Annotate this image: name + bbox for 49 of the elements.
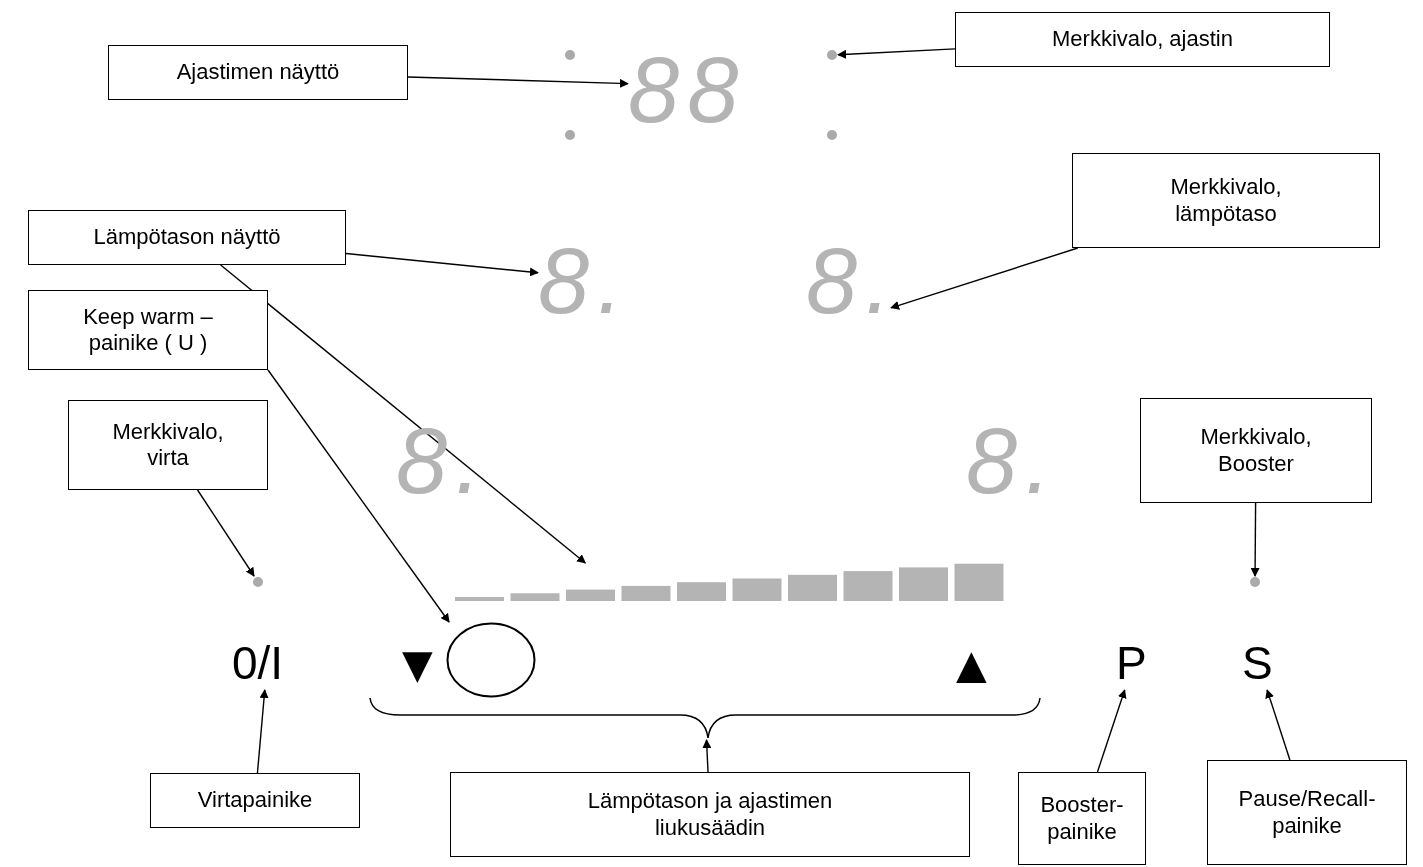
callout-text: Merkkivalo, Booster <box>1199 424 1313 477</box>
key-label: 0/I <box>232 640 302 690</box>
round-button <box>446 622 536 698</box>
arrow <box>890 247 1079 310</box>
callout-text: Virtapainike <box>197 787 313 814</box>
callout-box <box>450 772 970 857</box>
arrow <box>702 739 712 773</box>
arrow <box>1096 689 1127 773</box>
arrow <box>196 489 255 577</box>
callout-box <box>28 290 268 370</box>
segment-digit: 88 <box>628 44 788 128</box>
callout-box <box>1018 772 1146 865</box>
arrow <box>345 252 539 277</box>
arrow <box>1265 689 1291 761</box>
callout-text: Pause/Recall-painike <box>1237 786 1377 839</box>
arrow <box>1250 502 1260 577</box>
segment-digit: 8. <box>806 235 891 319</box>
callout-box <box>1140 398 1372 503</box>
triangle-symbol: ▼ <box>402 644 433 684</box>
arrow <box>267 369 450 623</box>
callout-box <box>1072 153 1380 248</box>
segment-digit: 8. <box>396 415 481 499</box>
arrow <box>407 76 629 88</box>
indicator-dot <box>826 49 838 61</box>
callout-box <box>28 210 346 265</box>
segment-digit: 8. <box>966 415 1051 499</box>
segment-digit: 8. <box>538 235 623 319</box>
callout-text: Merkkivalo, virta <box>111 418 225 472</box>
callout-text: Lämpötason ja ajastimen liukusäädin <box>586 788 834 841</box>
arrow <box>219 264 587 564</box>
callout-box <box>955 12 1330 67</box>
callout-text: Merkkivalo, ajastin <box>1052 26 1233 53</box>
arrow <box>256 689 269 774</box>
indicator-dot <box>252 576 264 588</box>
callout-box <box>108 45 408 100</box>
key-label: S <box>1242 640 1276 690</box>
callout-text: Keep warm – painike ( U ) <box>82 303 214 357</box>
callout-box <box>1207 760 1407 865</box>
callout-box <box>68 400 268 490</box>
callout-text: Ajastimen näyttö <box>176 59 340 86</box>
arrow <box>837 48 956 59</box>
triangle-symbol: ▲ <box>956 644 987 684</box>
callout-text: Lämpötason näyttö <box>93 224 281 251</box>
indicator-dot <box>1249 576 1261 588</box>
key-label: P <box>1116 640 1150 690</box>
callout-box <box>150 773 360 828</box>
callout-text: Booster-painike <box>1039 792 1125 845</box>
curly-brace <box>369 696 1042 740</box>
callout-text: Merkkivalo, lämpötaso <box>1169 174 1283 227</box>
